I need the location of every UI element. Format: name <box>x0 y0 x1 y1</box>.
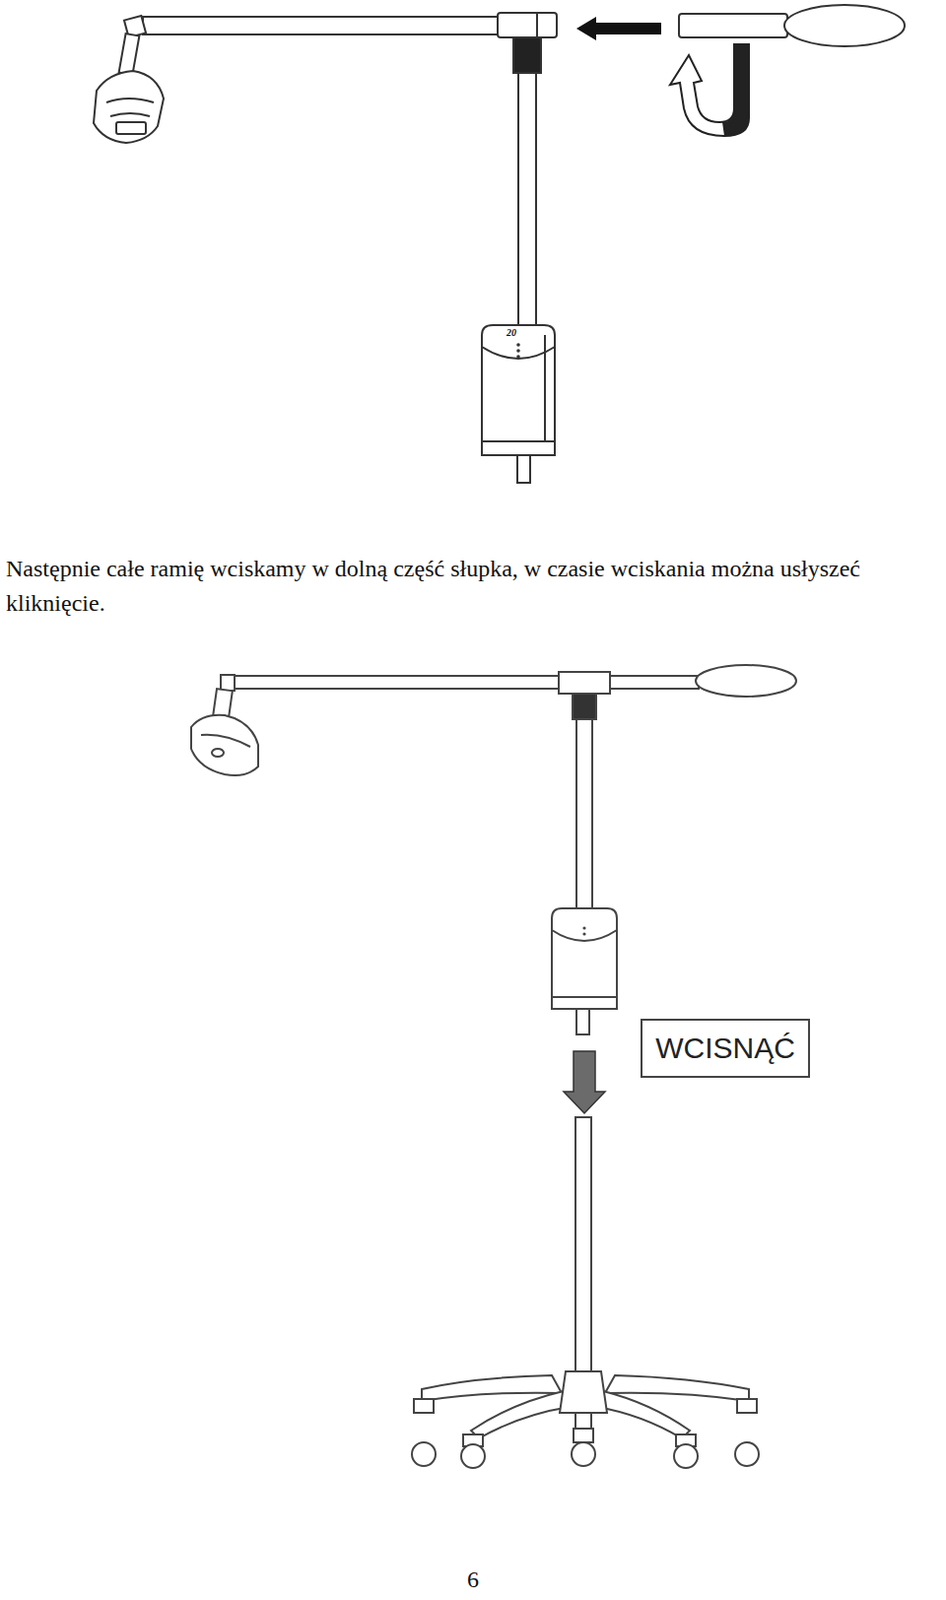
box-text: WCISNĄĆ <box>655 1030 796 1067</box>
page-number: 6 <box>0 1566 946 1594</box>
device-number: 20 <box>506 327 517 338</box>
instruction-text: Następnie całe ramię wciskamy w dolną cz… <box>5 551 941 621</box>
instruction-box: WCISNĄĆ <box>640 1018 811 1079</box>
